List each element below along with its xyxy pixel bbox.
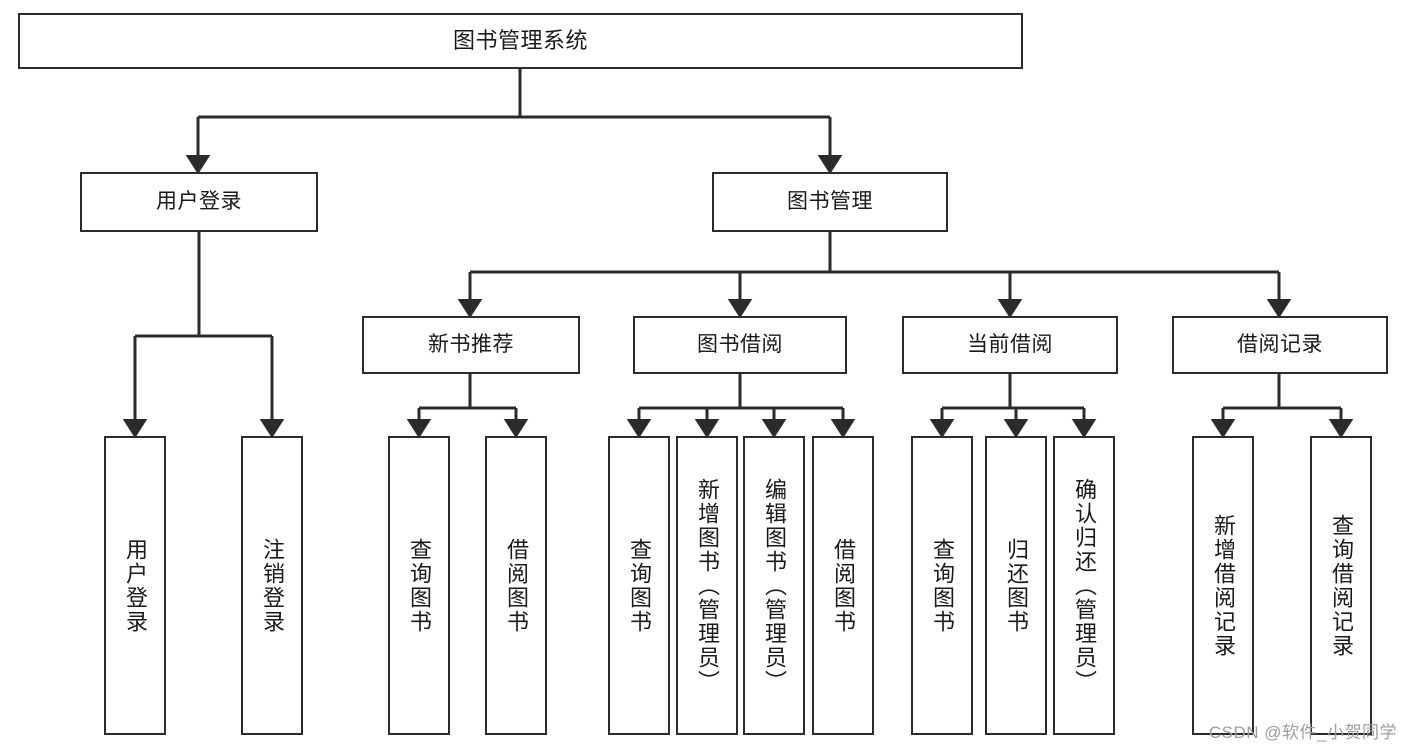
node-leaf-user-logout[interactable]: 注销登录 (241, 436, 303, 735)
node-borrow-record-label: 借阅记录 (1237, 332, 1323, 356)
node-leaf-add-book[interactable]: 新增图书（管理员） (676, 436, 738, 735)
node-leaf-borrow-book-b[interactable]: 借阅图书 (812, 436, 874, 735)
node-leaf-query-book-a-label: 查询图书 (406, 537, 432, 634)
node-book-manage-label: 图书管理 (787, 189, 873, 213)
node-leaf-borrow-book-a[interactable]: 借阅图书 (485, 436, 547, 735)
node-user-login-label: 用户登录 (156, 189, 242, 213)
node-current-borrow[interactable]: 当前借阅 (902, 316, 1118, 374)
node-leaf-query-book-b[interactable]: 查询图书 (608, 436, 670, 735)
node-leaf-add-book-label: 新增图书（管理员） (694, 477, 720, 694)
node-leaf-return-book[interactable]: 归还图书 (985, 436, 1047, 735)
node-leaf-user-login[interactable]: 用户登录 (104, 436, 166, 735)
node-leaf-query-record[interactable]: 查询借阅记录 (1310, 436, 1372, 735)
node-leaf-add-record[interactable]: 新增借阅记录 (1192, 436, 1254, 735)
node-root-label: 图书管理系统 (452, 28, 588, 54)
node-leaf-query-book-b-label: 查询图书 (626, 537, 652, 634)
node-leaf-confirm-return-label: 确认归还（管理员） (1071, 477, 1097, 694)
node-book-borrow[interactable]: 图书借阅 (633, 316, 847, 374)
node-root[interactable]: 图书管理系统 (18, 13, 1023, 69)
node-leaf-confirm-return[interactable]: 确认归还（管理员） (1053, 436, 1115, 735)
node-new-book-rec[interactable]: 新书推荐 (362, 316, 580, 374)
node-leaf-add-record-label: 新增借阅记录 (1210, 513, 1236, 658)
node-leaf-edit-book-label: 编辑图书（管理员） (761, 477, 787, 694)
csdn-watermark: CSDN @软件_小贺同学 (1208, 723, 1397, 742)
node-leaf-query-book-a[interactable]: 查询图书 (388, 436, 450, 735)
node-leaf-query-book-c-label: 查询图书 (929, 537, 955, 634)
node-leaf-user-login-label: 用户登录 (122, 537, 148, 634)
node-leaf-edit-book[interactable]: 编辑图书（管理员） (743, 436, 805, 735)
node-leaf-borrow-book-b-label: 借阅图书 (830, 537, 856, 634)
node-book-manage[interactable]: 图书管理 (712, 172, 948, 232)
node-leaf-query-book-c[interactable]: 查询图书 (911, 436, 973, 735)
node-current-borrow-label: 当前借阅 (967, 332, 1053, 356)
node-borrow-record[interactable]: 借阅记录 (1172, 316, 1388, 374)
node-leaf-return-book-label: 归还图书 (1003, 537, 1029, 634)
node-book-borrow-label: 图书借阅 (697, 332, 783, 356)
node-user-login[interactable]: 用户登录 (80, 172, 318, 232)
node-new-book-rec-label: 新书推荐 (428, 332, 514, 356)
node-leaf-borrow-book-a-label: 借阅图书 (503, 537, 529, 634)
node-leaf-query-record-label: 查询借阅记录 (1328, 513, 1354, 658)
node-leaf-user-logout-label: 注销登录 (259, 537, 285, 634)
